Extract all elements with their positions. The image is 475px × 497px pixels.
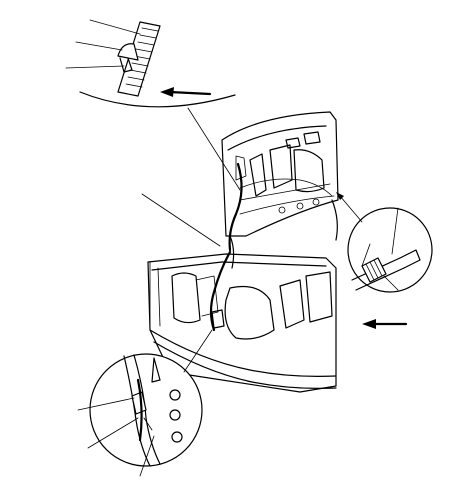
detail-bottom-clip bbox=[77, 329, 213, 477]
leader-line-clip-3 bbox=[139, 435, 155, 477]
detail-right-connector bbox=[336, 192, 433, 293]
trunk-lid bbox=[221, 111, 339, 269]
trunk-body bbox=[141, 193, 337, 393]
detail-top-clip bbox=[65, 19, 241, 191]
leader-line-clip-1 bbox=[77, 397, 135, 411]
leader-line-detail-right bbox=[339, 195, 363, 223]
leader-line-3 bbox=[65, 65, 125, 69]
leader-line-2 bbox=[75, 41, 123, 51]
leader-line-detail-bottom bbox=[183, 329, 213, 373]
direction-arrow-right bbox=[362, 319, 408, 329]
lid-harness bbox=[228, 162, 243, 252]
leader-line-1 bbox=[89, 19, 141, 35]
detail-boundary-arc bbox=[79, 91, 236, 108]
leader-line-harness bbox=[141, 193, 221, 247]
direction-arrow-top bbox=[160, 87, 212, 97]
leader-line-detail-top bbox=[187, 107, 241, 191]
leader-line-clip-2 bbox=[87, 417, 139, 449]
trunk-harness bbox=[209, 250, 232, 332]
